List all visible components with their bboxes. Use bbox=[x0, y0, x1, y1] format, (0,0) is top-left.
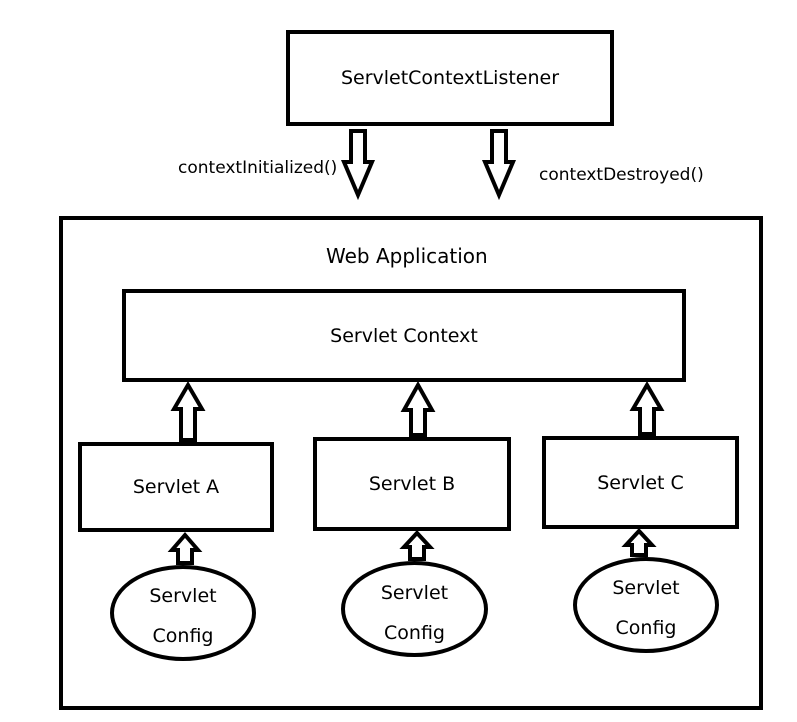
servlet-a-to-context-arrow bbox=[170, 381, 206, 442]
config-b-to-servlet-arrow bbox=[399, 530, 435, 561]
servlet-b-label: Servlet B bbox=[368, 473, 456, 495]
servlet-a-box: Servlet A bbox=[78, 442, 274, 532]
servlet-context-box: Servlet Context bbox=[122, 289, 686, 382]
context-destroyed-arrow bbox=[481, 129, 517, 201]
web-application-label: Web Application bbox=[326, 244, 488, 268]
servlet-b-config-line2: Config bbox=[384, 622, 445, 644]
servlet-c-box: Servlet C bbox=[542, 436, 739, 529]
context-initialized-label: contextInitialized() bbox=[178, 158, 338, 178]
config-a-to-servlet-arrow bbox=[167, 531, 203, 565]
config-c-to-servlet-arrow bbox=[621, 528, 657, 557]
servlet-c-config-ellipse: Servlet Config bbox=[573, 557, 719, 653]
servlet-b-to-context-arrow bbox=[400, 380, 436, 437]
servlet-b-config-ellipse: Servlet Config bbox=[341, 561, 488, 657]
servlet-c-config-line1: Servlet bbox=[612, 577, 680, 599]
servlet-context-label: Servlet Context bbox=[330, 324, 478, 347]
servlet-b-box: Servlet B bbox=[313, 437, 511, 531]
servlet-a-config-line1: Servlet bbox=[149, 585, 217, 607]
servlet-c-to-context-arrow bbox=[629, 381, 665, 436]
servlet-a-config-ellipse: Servlet Config bbox=[110, 565, 256, 661]
context-initialized-arrow bbox=[340, 129, 376, 201]
servlet-a-label: Servlet A bbox=[132, 476, 220, 498]
servlet-context-listener-box: ServletContextListener bbox=[286, 30, 614, 126]
servlet-a-config-line2: Config bbox=[152, 625, 214, 647]
servlet-b-config-line1: Servlet bbox=[380, 582, 449, 604]
servlet-c-config-line2: Config bbox=[615, 617, 677, 639]
servlet-c-label: Servlet C bbox=[597, 471, 684, 494]
context-destroyed-label: contextDestroyed() bbox=[539, 165, 704, 185]
servlet-context-listener-label: ServletContextListener bbox=[340, 67, 560, 89]
